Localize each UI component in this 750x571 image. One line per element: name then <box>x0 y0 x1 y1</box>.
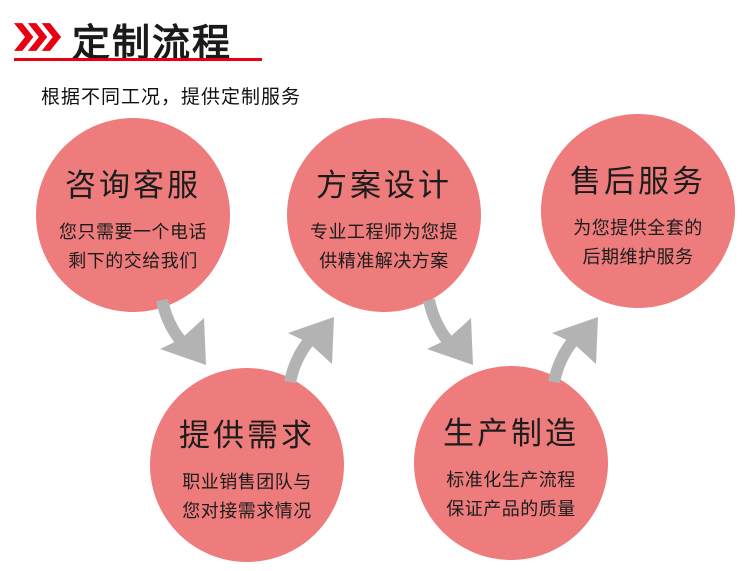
step-desc-line: 供精准解决方案 <box>319 251 449 272</box>
step-desc: 职业销售团队与 您对接需求情况 <box>150 468 344 526</box>
arrow-up-right-icon <box>284 317 334 384</box>
step-circle-requirements: 提供需求 职业销售团队与 您对接需求情况 <box>150 368 344 562</box>
step-circle-consult: 咨询客服 您只需要一个电话 剩下的交给我们 <box>36 118 230 312</box>
step-title: 咨询客服 <box>65 168 201 204</box>
step-circle-design: 方案设计 专业工程师为您提 供精准解决方案 <box>287 118 481 312</box>
step-circle-manufacturing: 生产制造 标准化生产流程 保证产品的质量 <box>414 366 608 560</box>
step-desc-line: 您对接需求情况 <box>182 501 312 522</box>
step-desc-line: 您只需要一个电话 <box>59 222 207 243</box>
step-desc: 您只需要一个电话 剩下的交给我们 <box>36 218 230 276</box>
step-title: 生产制造 <box>443 416 579 452</box>
step-desc-line: 剩下的交给我们 <box>68 251 198 272</box>
arrow-down-right-icon <box>156 298 206 365</box>
step-desc: 专业工程师为您提 供精准解决方案 <box>287 218 481 276</box>
step-title: 售后服务 <box>570 164 706 200</box>
step-title: 提供需求 <box>179 418 315 454</box>
triple-chevron-icon <box>14 23 62 51</box>
arrow-up-right-icon <box>548 317 598 384</box>
step-desc-line: 专业工程师为您提 <box>310 222 458 243</box>
step-desc: 为您提供全套的 后期维护服务 <box>541 214 735 272</box>
step-desc: 标准化生产流程 保证产品的质量 <box>414 466 608 524</box>
title-underline <box>14 58 262 61</box>
step-desc-line: 职业销售团队与 <box>182 472 312 493</box>
step-desc-line: 后期维护服务 <box>582 247 694 268</box>
step-desc-line: 为您提供全套的 <box>573 218 703 239</box>
step-desc-line: 保证产品的质量 <box>446 499 576 520</box>
step-title: 方案设计 <box>316 168 452 204</box>
arrow-down-right-icon <box>423 298 473 365</box>
subtitle: 根据不同工况，提供定制服务 <box>41 87 302 108</box>
step-desc-line: 标准化生产流程 <box>446 470 576 491</box>
step-circle-aftersales: 售后服务 为您提供全套的 后期维护服务 <box>541 114 735 308</box>
